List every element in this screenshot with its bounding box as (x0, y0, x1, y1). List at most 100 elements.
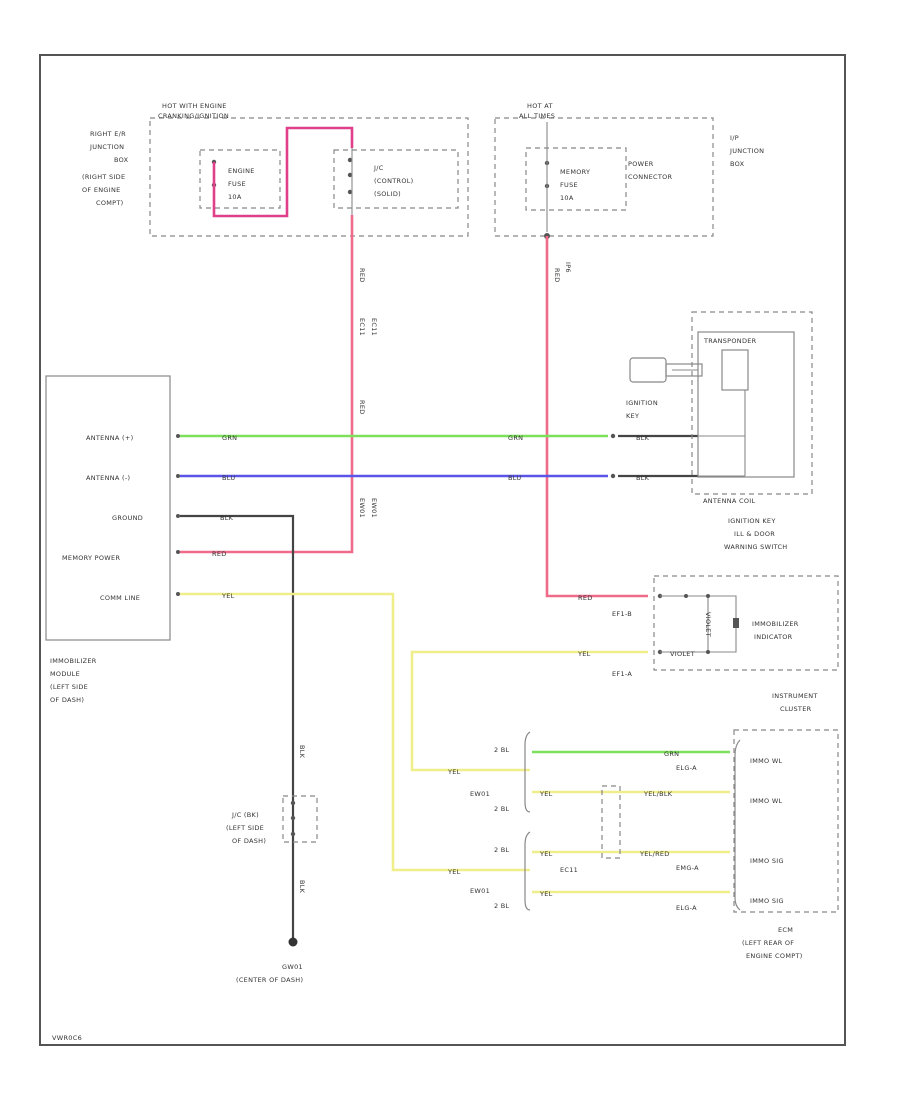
right-er-junction-box: HOT WITH ENGINE CRANKING/IGNITION RIGHT … (82, 102, 469, 237)
svg-text:ILL & DOOR: ILL & DOOR (734, 530, 775, 538)
pin-2bl-2: 2 BL (494, 805, 510, 813)
red-label-2: RED (358, 400, 366, 415)
imm-pin-dot-2 (176, 474, 180, 478)
svg-text:IGNITION KEY: IGNITION KEY (728, 517, 776, 525)
blk-label-2: BLK (298, 745, 306, 759)
svg-text:(LEFT REAR OF: (LEFT REAR OF (742, 939, 794, 947)
transponder-title: TRANSPONDER (703, 337, 757, 345)
svg-text:IMMOBILIZER: IMMOBILIZER (752, 620, 799, 628)
svg-text:ECM: ECM (778, 926, 793, 934)
ignition-switch-caption: IGNITION KEY ILL & DOOR WARNING SWITCH (724, 517, 787, 551)
wire-red-memory-power (180, 215, 354, 554)
transponder-switch: TRANSPONDER ANTENNA COIL IGNITION KEY IL… (691, 311, 813, 551)
svg-text:JUNCTION: JUNCTION (729, 147, 764, 155)
imm-pin-dot-4 (176, 550, 180, 554)
svg-text:ENGINE COMPT): ENGINE COMPT) (746, 952, 803, 960)
ef1b-label: EF1-B (612, 610, 632, 618)
ground-name: GW01 (282, 963, 303, 971)
jc-ground-line-1: J/C (BK) (231, 811, 259, 819)
indicator-lamp-icon (733, 618, 739, 628)
svg-text:I/P: I/P (730, 134, 739, 142)
svg-text:JUNCTION: JUNCTION (89, 143, 124, 151)
yel-label-2: YEL (577, 650, 591, 658)
svg-text:10A: 10A (560, 194, 574, 202)
antenna-coil-label: ANTENNA COIL (703, 497, 755, 505)
grn-label-1: GRN (222, 434, 237, 442)
svg-text:FUSE: FUSE (560, 181, 578, 189)
pin-comm-line: COMM LINE (100, 594, 140, 602)
svg-text:IMMOBILIZER: IMMOBILIZER (50, 657, 97, 665)
jc-ground-box: J/C (BK) (LEFT SIDE OF DASH) (226, 795, 318, 845)
ignition-key-label: IGNITION KEY (626, 399, 658, 420)
red-label-1: RED (358, 268, 366, 283)
antenna-connector-pin-2 (610, 473, 616, 479)
connector-bracket-1 (524, 731, 531, 813)
blu-label-1: BLU (222, 474, 235, 482)
footer-code: VWR0C6 (52, 1034, 82, 1042)
hot-label-2: CRANKING/IGNITION (158, 112, 229, 120)
wire-black-ground (180, 514, 295, 940)
jc-control-label: J/C (CONTROL) (SOLID) (373, 164, 414, 198)
yelblk-label: YEL/BLK (643, 790, 673, 798)
memory-fuse-box (525, 147, 627, 211)
ew01-wire-label: EW01 (358, 498, 366, 518)
svg-text:INDICATOR: INDICATOR (754, 633, 793, 641)
svg-text:FUSE: FUSE (228, 180, 246, 188)
grn-label-2: GRN (508, 434, 523, 442)
svg-text:(SOLID): (SOLID) (374, 190, 401, 198)
instrument-cluster: VIOLET VIOLET IMMOBILIZER INDICATOR INST… (653, 575, 839, 713)
pin-antenna-minus: ANTENNA (-) (86, 474, 130, 482)
emg-a-label: EMG-A (676, 864, 699, 872)
svg-text:10A: 10A (228, 193, 242, 201)
svg-text:CLUSTER: CLUSTER (780, 705, 812, 713)
pin-memory-power: MEMORY POWER (62, 554, 120, 562)
svg-text:KEY: KEY (626, 412, 639, 420)
svg-text:POWER: POWER (628, 160, 654, 168)
transponder-body (697, 331, 795, 478)
antenna-coil-wire-label-1: BLK (636, 434, 650, 442)
jc-pin-2 (347, 172, 353, 178)
svg-text:(CONTROL): (CONTROL) (374, 177, 414, 185)
yel-label-4: YEL (447, 868, 461, 876)
svg-text:J/C: J/C (373, 164, 384, 172)
svg-text:ENGINE: ENGINE (228, 167, 255, 175)
ecm-module: IMMO WL IMMO WL IMMO SIG IMMO SIG ECM (L… (733, 729, 839, 960)
jc-ground-line-2: (LEFT SIDE (226, 824, 264, 832)
ew01-side-label: EW01 (370, 498, 378, 518)
yel-label-ecm-2: YEL (539, 850, 553, 858)
imm-pin-dot-3 (176, 514, 180, 518)
ground-location: (CENTER OF DASH) (236, 976, 303, 984)
ew01-a-label: EW01 (470, 790, 490, 798)
svg-text:MEMORY: MEMORY (560, 168, 590, 176)
transponder-chip (721, 349, 749, 391)
red-label-5: RED (578, 594, 593, 602)
ip-junction-box: HOT AT ALL TIMES MEMORY FUSE 10A POWER C… (494, 102, 764, 237)
elg-a-label-2: ELG-A (676, 904, 697, 912)
wire-yellow-comm-main (180, 592, 530, 872)
svg-text:INSTRUMENT: INSTRUMENT (772, 692, 818, 700)
svg-text:BOX: BOX (730, 160, 745, 168)
immobilizer-indicator-label: IMMOBILIZER INDICATOR (752, 620, 799, 641)
yel-label-ecm-1: YEL (539, 790, 553, 798)
pin-2bl-3: 2 BL (494, 846, 510, 854)
wire-yellow-comm-cluster (410, 650, 648, 772)
wire-red-indicator (545, 236, 648, 598)
pin-antenna-plus: ANTENNA (+) (86, 434, 133, 442)
immobilizer-caption: IMMOBILIZER MODULE (LEFT SIDE OF DASH) (50, 657, 97, 704)
imm-pin-dot-5 (176, 592, 180, 596)
svg-text:CONNECTOR: CONNECTOR (628, 173, 673, 181)
blk-label-3: BLK (298, 880, 306, 894)
violet-label: VIOLET (704, 612, 712, 637)
svg-text:OF DASH): OF DASH) (50, 696, 84, 704)
ecm-pin-3: IMMO SIG (750, 857, 784, 865)
jc-pin-1 (347, 157, 353, 163)
jc-pin-3 (347, 189, 353, 195)
ef1a-label: EF1-A (612, 670, 632, 678)
connector-bracket-2 (524, 831, 531, 911)
red-label-3: RED (212, 550, 227, 558)
blu-label-2: BLU (508, 474, 521, 482)
box-name: RIGHT E/R JUNCTION BOX (RIGHT SIDE OF EN… (82, 130, 128, 207)
engine-fuse-label: ENGINE FUSE 10A (228, 167, 255, 201)
svg-text:RIGHT E/R: RIGHT E/R (90, 130, 126, 138)
